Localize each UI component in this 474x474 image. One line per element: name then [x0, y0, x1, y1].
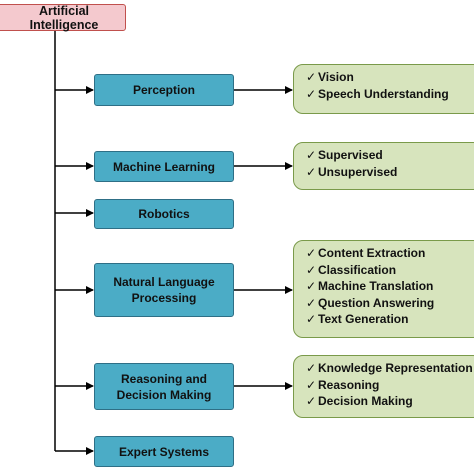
- detail-box-perception: ✓Vision ✓Speech Understanding: [293, 64, 474, 114]
- checkmark-icon: ✓: [306, 377, 317, 392]
- root-node-artificial-intelligence: Artificial Intelligence: [0, 3, 126, 32]
- checkmark-icon: ✓: [306, 394, 317, 408]
- list-item: ✓Reasoning: [306, 377, 380, 392]
- branch-node-label: Natural Language Processing: [113, 275, 215, 305]
- detail-box-reasoning-and-decision-making: ✓Knowledge Representation ✓Reasoning ✓De…: [293, 355, 474, 418]
- branch-node-robotics: Robotics: [94, 199, 234, 229]
- list-item: ✓Text Generation: [306, 312, 409, 326]
- list-item: ✓Supervised: [306, 148, 383, 162]
- checkmark-icon: ✓: [306, 246, 317, 260]
- branch-node-reasoning-and-decision-making: Reasoning and Decision Making: [94, 363, 234, 410]
- branch-node-label: Robotics: [138, 207, 190, 221]
- branch-node-expert-systems: Expert Systems: [94, 436, 234, 467]
- branch-node-label: Perception: [132, 83, 195, 97]
- checkmark-icon: ✓: [306, 262, 317, 277]
- list-item: ✓Decision Making: [306, 394, 413, 408]
- checkmark-icon: ✓: [306, 361, 317, 375]
- branch-node-natural-language-processing: Natural Language Processing: [94, 263, 234, 317]
- checkmark-icon: ✓: [306, 279, 317, 293]
- list-item: ✓Content Extraction: [306, 246, 426, 260]
- list-item: ✓Machine Translation: [306, 279, 434, 293]
- checkmark-icon: ✓: [306, 86, 317, 101]
- list-item: ✓Speech Understanding: [306, 86, 449, 101]
- list-item: ✓Vision: [306, 70, 354, 84]
- branch-node-perception: Perception: [94, 74, 234, 106]
- detail-box-natural-language-processing: ✓Content Extraction ✓Classification ✓Mac…: [293, 240, 474, 338]
- checkmark-icon: ✓: [306, 70, 317, 84]
- list-item: ✓Classification: [306, 262, 397, 277]
- checkmark-icon: ✓: [306, 295, 317, 310]
- checkmark-icon: ✓: [306, 164, 317, 179]
- list-item: ✓Unsupervised: [306, 164, 398, 179]
- branch-node-label: Expert Systems: [118, 444, 210, 459]
- list-item: ✓Question Answering: [306, 295, 435, 310]
- checkmark-icon: ✓: [306, 148, 317, 162]
- branch-node-machine-learning: Machine Learning: [94, 151, 234, 182]
- list-item: ✓Knowledge Representation: [306, 361, 473, 375]
- checkmark-icon: ✓: [306, 312, 317, 326]
- branch-node-label: Machine Learning: [112, 159, 216, 174]
- branch-node-label: Reasoning and Decision Making: [116, 371, 212, 402]
- root-node-label: Artificial Intelligence: [29, 3, 99, 32]
- detail-box-machine-learning: ✓Supervised ✓Unsupervised: [293, 142, 474, 190]
